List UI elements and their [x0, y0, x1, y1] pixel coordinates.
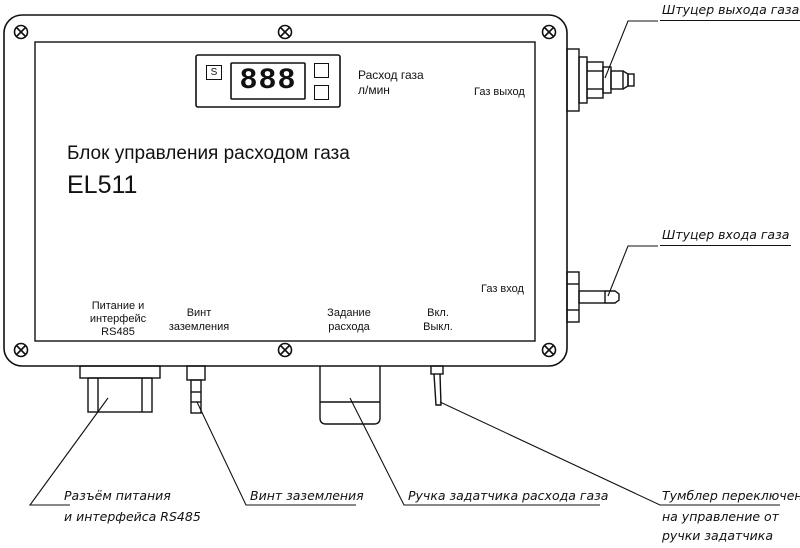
- setpoint-label-line2: расхода: [328, 321, 370, 333]
- screw-icon-top-left: [13, 24, 29, 40]
- callout-outlet-fitting: Штуцер выхода газа: [660, 3, 800, 21]
- callout-toggle-line2: на управление от: [662, 509, 779, 524]
- callout-knob: Ручка задатчика расхода газа: [408, 488, 609, 503]
- up-button[interactable]: [314, 63, 329, 78]
- display-window: [230, 62, 306, 100]
- gas-in-label: Газ вход: [481, 283, 524, 295]
- callout-connector-line1: Разъём питания: [64, 488, 171, 503]
- flow-label-line1: Расход газа: [358, 68, 424, 82]
- device-title: Блок управления расходом газа: [67, 143, 350, 164]
- callout-connector-line2: и интерфейса RS485: [64, 509, 201, 524]
- enclosure-outer: [3, 14, 568, 367]
- gas-out-label: Газ выход: [474, 86, 525, 98]
- screw-icon-top-right: [541, 24, 557, 40]
- ground-screw: [186, 365, 206, 414]
- screw-icon-bottom-left: [13, 342, 29, 358]
- outlet-fitting: [566, 48, 635, 112]
- switch-label-on: Вкл.: [427, 307, 449, 319]
- device-model: EL511: [67, 171, 138, 199]
- set-button[interactable]: S: [206, 65, 222, 80]
- inlet-fitting: [566, 271, 620, 323]
- callout-inlet-fitting: Штуцер входа газа: [660, 228, 792, 246]
- callout-toggle-line1: Тумблер переключения: [662, 488, 800, 503]
- flow-digits-display: 888: [239, 64, 297, 98]
- power-label-line2: интерфейс: [89, 313, 147, 325]
- screw-icon-top-middle: [277, 24, 293, 40]
- power-label-line3: RS485: [101, 326, 135, 338]
- enclosure-inner-panel: [34, 41, 536, 342]
- toggle-switch: [430, 365, 444, 406]
- switch-label-off: Выкл.: [423, 321, 453, 333]
- ground-label-line1: Винт: [186, 307, 212, 319]
- setpoint-label-line1: Задание: [327, 307, 371, 319]
- power-label-line1: Питание и: [91, 300, 145, 312]
- screw-icon-bottom-right: [541, 342, 557, 358]
- callout-ground-screw: Винт заземления: [250, 488, 364, 503]
- power-connector: [79, 365, 161, 413]
- ground-label-line2: заземления: [168, 321, 230, 333]
- flow-label-line2: л/мин: [358, 83, 390, 97]
- display-module-frame: [195, 54, 341, 108]
- setpoint-knob: [319, 366, 381, 425]
- callout-toggle-line3: ручки задатчика: [662, 528, 773, 543]
- down-button[interactable]: [314, 85, 329, 100]
- leader-lines: [28, 20, 780, 506]
- screw-icon-bottom-middle: [277, 342, 293, 358]
